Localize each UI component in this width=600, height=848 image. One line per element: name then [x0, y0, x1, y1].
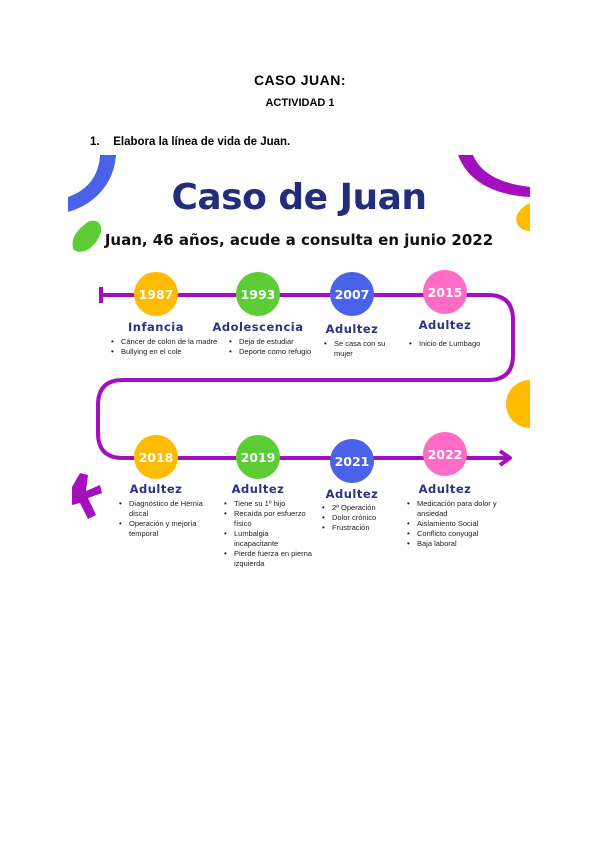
stage-label: Adultez: [129, 482, 183, 496]
stage-label: Adultez: [325, 322, 379, 336]
event-list: Deja de estudiar Deporte como refugio: [228, 337, 319, 357]
event-item: Medicación para dolor y ansiedad: [407, 499, 507, 519]
year-badge-2021: 2021: [330, 439, 374, 483]
event-item: 2ª Operación: [322, 503, 412, 513]
arrow-head-icon: [498, 449, 512, 467]
event-list: Cáncer de colon de la madre Bullying en …: [110, 337, 221, 357]
year-badge-1993: 1993: [236, 272, 280, 316]
magenta-star-decoration: [72, 473, 102, 519]
task-item: 1. Elabora la línea de vida de Juan.: [90, 136, 290, 148]
event-item: Cáncer de colon de la madre: [111, 337, 221, 347]
year-badge-2022: 2022: [423, 432, 467, 476]
event-list: Inicio de Lumbago: [408, 339, 519, 349]
event-item: Baja laboral: [407, 539, 507, 549]
event-item: Tiene su 1º hijo: [224, 499, 314, 509]
event-list: 2ª Operación Dolor crónico Frustración: [321, 503, 412, 533]
event-item: Aislamiento Social: [407, 519, 507, 529]
green-blob-decoration: [72, 220, 102, 252]
event-item: Se casa con su mujer: [324, 339, 404, 359]
event-list: Tiene su 1º hijo Recaída por esfuerzo fí…: [223, 499, 314, 569]
event-item: Frustración: [322, 523, 412, 533]
year-badge-2007: 2007: [330, 272, 374, 316]
event-item: Dolor crónico: [322, 513, 412, 523]
magenta-arc-decoration: [458, 155, 530, 197]
event-item: Pierde fuerza en pierna izquierda: [224, 549, 314, 569]
yellow-half-circle-decoration: [506, 380, 530, 428]
stage-label: Adultez: [325, 487, 379, 501]
event-item: Diagnóstico de Hernia discal: [119, 499, 209, 519]
timeline-infographic: Caso de Juan Juan, 46 años, acude a cons…: [68, 155, 530, 600]
stage-label: Adultez: [418, 482, 472, 496]
task-text: Elabora la línea de vida de Juan.: [113, 136, 291, 148]
stage-label: Infancia: [128, 320, 184, 334]
event-item: Deja de estudiar: [229, 337, 319, 347]
task-number: 1.: [90, 136, 100, 148]
year-badge-2018: 2018: [134, 435, 178, 479]
event-list: Medicación para dolor y ansiedad Aislami…: [406, 499, 507, 549]
year-badge-1987: 1987: [134, 272, 178, 316]
event-list: Diagnóstico de Hernia discal Operación y…: [118, 499, 209, 539]
blue-arc-decoration: [68, 155, 116, 212]
stage-label: Adolescencia: [212, 320, 304, 334]
document-subtitle: ACTIVIDAD 1: [265, 97, 335, 109]
event-item: Recaída por esfuerzo físico: [224, 509, 314, 529]
year-badge-2015: 2015: [423, 270, 467, 314]
yellow-drop-decoration: [516, 203, 530, 231]
event-item: Conflicto conyugal: [407, 529, 507, 539]
infographic-title: Caso de Juan: [171, 177, 427, 218]
event-item: Bullying en el cole: [111, 347, 221, 357]
stage-label: Adultez: [231, 482, 285, 496]
event-item: Lumbalgia incapacitante: [224, 529, 314, 549]
infographic-subtitle: Juan, 46 años, acude a consulta en junio…: [104, 231, 494, 249]
document-title: CASO JUAN:: [253, 72, 347, 88]
event-list: Se casa con su mujer: [323, 339, 404, 359]
timeline-path: [68, 155, 530, 519]
event-item: Deporte como refugio: [229, 347, 319, 357]
year-badge-2019: 2019: [236, 435, 280, 479]
event-item: Inicio de Lumbago: [409, 339, 519, 349]
stage-label: Adultez: [418, 318, 472, 332]
event-item: Operación y mejoría temporal: [119, 519, 209, 539]
